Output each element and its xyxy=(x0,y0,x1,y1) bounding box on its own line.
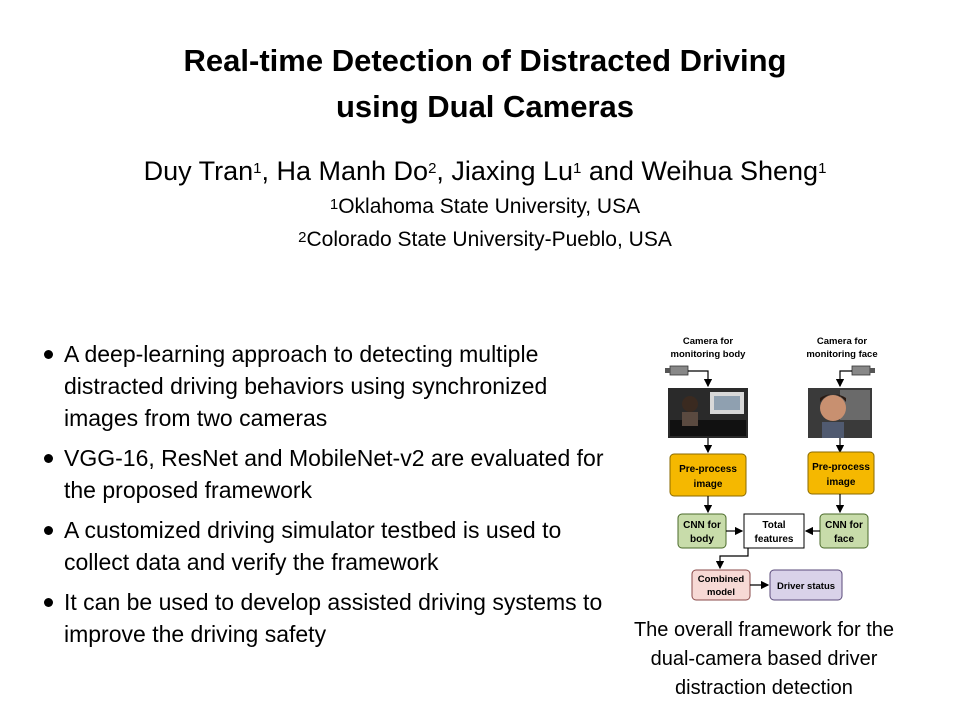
face-camera-image xyxy=(808,388,872,438)
cnn-face-label-1: CNN for xyxy=(825,520,863,531)
camera-face-label-2: monitoring face xyxy=(806,349,877,360)
bullet-item: VGG-16, ResNet and MobileNet-v2 are eval… xyxy=(42,442,627,506)
total-features-label-2: features xyxy=(755,534,794,545)
camera-body-label-1: Camera for xyxy=(683,336,733,347)
framework-diagram-svg: Camera for monitoring body Camera for mo… xyxy=(665,336,878,601)
preprocess-face-label-2: image xyxy=(827,477,856,488)
body-camera-image xyxy=(668,388,748,438)
camera-face-icon xyxy=(851,365,875,376)
bullet-item: A deep-learning approach to detecting mu… xyxy=(42,338,627,434)
bullet-dot-icon xyxy=(44,526,53,535)
preprocess-face-box xyxy=(807,451,875,495)
framework-diagram: Camera for monitoring body Camera for mo… xyxy=(650,328,880,608)
bullet-list: A deep-learning approach to detecting mu… xyxy=(42,338,627,658)
affiliation-1: 1Oklahoma State University, USA xyxy=(329,195,641,218)
preprocess-body-label-2: image xyxy=(694,479,723,490)
cnn-body-label-2: body xyxy=(690,534,714,545)
bullet-dot-icon xyxy=(44,454,53,463)
bullet-item: It can be used to develop assisted drivi… xyxy=(42,586,627,650)
title-line-2: using Dual Cameras xyxy=(335,89,635,124)
bullet-dot-icon xyxy=(44,350,53,359)
camera-body-icon xyxy=(665,365,689,376)
author-list: Duy Tran1, Ha Manh Do2, Jiaxing Lu1 and … xyxy=(40,154,930,188)
combined-model-label-2: model xyxy=(707,587,735,598)
preprocess-face-label-1: Pre-process xyxy=(812,462,870,473)
driver-status-label: Driver status xyxy=(777,581,835,592)
author-4: Weihua Sheng1 xyxy=(641,156,827,186)
total-features-label-1: Total xyxy=(762,520,785,531)
author-1: Duy Tran1, xyxy=(143,156,277,186)
cnn-body-label-1: CNN for xyxy=(683,520,721,531)
affiliation-2: 2Colorado State University-Pueblo, USA xyxy=(298,228,672,251)
total-features-box xyxy=(743,513,805,549)
camera-body-label-2: monitoring body xyxy=(671,349,747,360)
slide-title: Real-time Detection of Distracted Drivin… xyxy=(60,38,910,130)
bullet-dot-icon xyxy=(44,598,53,607)
driver-status-box xyxy=(769,569,843,601)
title-line-1: Real-time Detection of Distracted Drivin… xyxy=(183,43,787,78)
bullet-item: A customized driving simulator testbed i… xyxy=(42,514,627,578)
author-3: Jiaxing Lu1 and xyxy=(451,156,642,186)
preprocess-body-label-1: Pre-process xyxy=(679,464,737,475)
combined-model-label-1: Combined xyxy=(698,574,745,585)
figure-caption: The overall framework for the dual-camer… xyxy=(633,619,895,699)
cnn-face-label-2: face xyxy=(834,534,854,545)
camera-face-label-1: Camera for xyxy=(817,336,867,347)
author-2: Ha Manh Do2, xyxy=(276,156,452,186)
